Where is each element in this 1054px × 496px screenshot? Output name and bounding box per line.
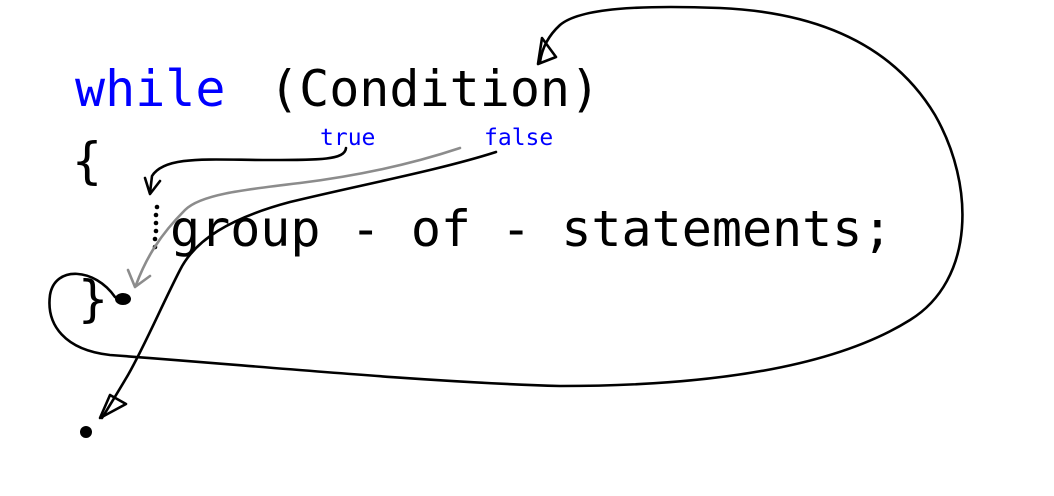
false-gray-arrow — [134, 146, 462, 287]
false-exit-arrow — [100, 150, 498, 420]
false-exit-arrowhead — [98, 393, 128, 420]
loop-back-arrowhead — [536, 36, 558, 66]
loop-back-arrow — [48, 5, 964, 388]
false-label: false — [484, 125, 553, 151]
false-gray-arrowhead — [126, 268, 152, 289]
statements-text: group - of - statements; — [170, 200, 892, 258]
while-keyword: while — [75, 60, 226, 118]
true-branch-arrow — [148, 146, 348, 195]
loop-end-point — [115, 293, 131, 305]
true-label: true — [320, 125, 375, 151]
true-branch-arrowhead — [143, 176, 162, 196]
close-brace: } — [78, 270, 108, 328]
open-brace: { — [72, 132, 102, 190]
condition-text: (Condition) — [269, 60, 600, 118]
exit-point — [80, 426, 92, 438]
